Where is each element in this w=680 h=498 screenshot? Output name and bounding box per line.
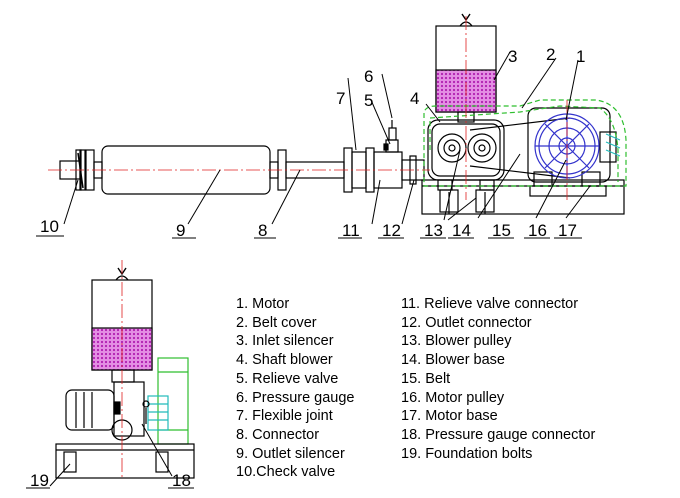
side-motor <box>65 381 145 441</box>
callout-12: 12 <box>382 221 401 240</box>
belt-part <box>469 117 571 179</box>
callout-3: 3 <box>508 47 517 66</box>
main-base <box>421 179 625 215</box>
legend-item-9: 9. Outlet silencer <box>236 445 345 462</box>
callout-1: 1 <box>576 47 585 66</box>
legend-item-19: 19. Foundation bolts <box>401 445 533 462</box>
legend-item-12: 12. Outlet connector <box>401 314 532 331</box>
check-valve-part <box>59 149 86 191</box>
legend-item-8: 8. Connector <box>236 426 320 443</box>
callout-6: 6 <box>364 67 373 86</box>
legend-item-11: 11. Relieve valve connector <box>401 296 579 312</box>
callout-2: 2 <box>546 45 555 64</box>
callout-11: 11 <box>342 221 360 240</box>
callout-underlines-top <box>36 235 582 239</box>
legend-item-16: 16. Motor pulley <box>401 389 505 406</box>
legend-item-2: 2. Belt cover <box>236 314 317 331</box>
side-elevation <box>55 260 195 480</box>
belt-cover-part <box>423 99 627 187</box>
legend-item-15: 15. Belt <box>401 370 451 387</box>
legend-column-left: 1. Motor 2. Belt cover 3. Inlet silencer… <box>236 295 355 482</box>
side-base <box>55 443 195 479</box>
callout-17: 17 <box>558 221 577 240</box>
legend-column-right: 11. Relieve valve connector 12. Outlet c… <box>401 295 595 463</box>
callout-13: 13 <box>424 221 443 240</box>
legend-item-5: 5. Relieve valve <box>236 370 339 387</box>
legend-item-13: 13. Blower pulley <box>401 333 512 350</box>
legend-item-7: 7. Flexible joint <box>236 408 333 425</box>
legend-item-1: 1. Motor <box>236 296 290 312</box>
legend-item-4: 4. Shaft blower <box>236 352 333 369</box>
callout-18: 18 <box>172 471 191 490</box>
callout-19: 19 <box>30 471 49 490</box>
legend-item-18: 18. Pressure gauge connector <box>401 426 596 443</box>
callout-9: 9 <box>176 221 185 240</box>
callout-8: 8 <box>258 221 267 240</box>
legend-item-3: 3. Inlet silencer <box>236 333 334 350</box>
callout-15: 15 <box>492 221 511 240</box>
callout-14: 14 <box>452 221 471 240</box>
callout-16: 16 <box>528 221 547 240</box>
leader-lines-side <box>26 423 194 489</box>
legend-item-6: 6. Pressure gauge <box>236 389 355 406</box>
blower-base-part <box>439 189 495 214</box>
callouts-top: 1 2 3 4 5 6 7 8 9 10 11 12 13 14 15 16 1… <box>40 45 585 240</box>
legend-item-14: 14. Blower base <box>401 352 505 369</box>
front-elevation <box>48 13 627 215</box>
relieve-valve-part <box>373 120 403 189</box>
side-relieve-valve <box>147 395 169 431</box>
side-belt-cover <box>157 357 189 445</box>
legend-item-17: 17. Motor base <box>401 408 498 425</box>
callout-5: 5 <box>364 91 373 110</box>
callouts-side: 18 19 <box>30 471 191 490</box>
callout-7: 7 <box>336 89 345 108</box>
motor-fan-cover <box>605 133 621 157</box>
callout-4: 4 <box>410 89 419 108</box>
leader-lines-top <box>63 51 591 225</box>
legend-item-10: 10.Check valve <box>236 464 336 481</box>
callout-10: 10 <box>40 217 59 236</box>
